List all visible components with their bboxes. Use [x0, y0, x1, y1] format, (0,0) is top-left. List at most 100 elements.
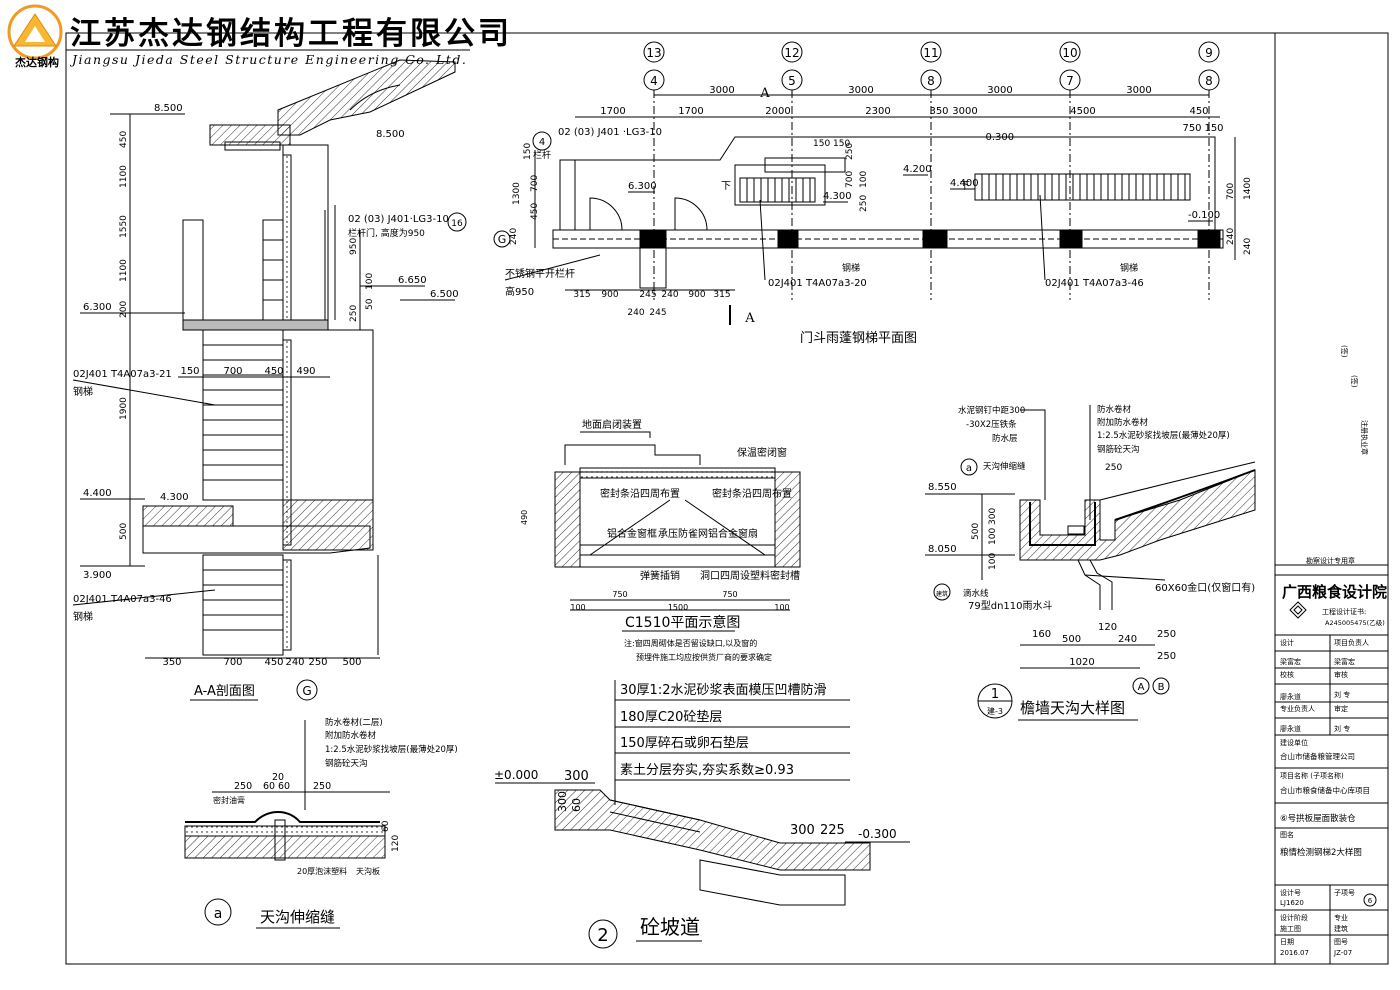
- plan-ref2: 不锈钢平开栏杆: [505, 267, 575, 280]
- drawing-label: 子项号: [1334, 889, 1355, 897]
- drawing-label: 700: [223, 657, 242, 668]
- drawing-label: 8: [927, 74, 935, 88]
- drawing-label: 1900: [119, 397, 129, 420]
- drawing-label: 1700: [678, 106, 703, 117]
- sheet-number: JZ-07: [1333, 949, 1352, 957]
- drawing-label: 79型dn110雨水斗: [968, 599, 1053, 612]
- drawing-label: 1:2.5水泥砂浆找坡层(最薄处20厚): [1097, 430, 1230, 441]
- drawing-label: 合山市粮食储备中心库项目: [1280, 785, 1370, 795]
- drawing-label: 4500: [1070, 106, 1095, 117]
- drawing-label: -0.100: [1188, 210, 1220, 221]
- drawing-label: 60X60金口(仅窗口有): [1155, 581, 1255, 594]
- ramp-title: 砼坡道: [640, 915, 700, 939]
- drawing-label: 180厚C20砼垫层: [620, 709, 722, 725]
- drawing-label: 预埋件施工均应按供货厂商的要求确定: [636, 652, 772, 662]
- drawing-label: (签): [1350, 375, 1359, 388]
- drawing-label: 13: [646, 46, 661, 60]
- drawing-label: 150: [523, 143, 533, 160]
- drawing-label: 750: [722, 590, 737, 599]
- title-block: (签) (签) 注册执业章 勘察设计专用章 广西粮食设计院 工程设计证书: A2…: [1275, 345, 1388, 964]
- drawing-label: 设计号: [1280, 888, 1301, 897]
- drawing-label: 450: [264, 657, 283, 668]
- drawing-label: 审定: [1334, 704, 1348, 713]
- drawing-label: 6.650: [398, 275, 427, 286]
- drawing-label: 1550: [119, 215, 129, 238]
- drawing-label: 建筑: [1334, 924, 1348, 933]
- drawing-label: 700: [1226, 183, 1236, 200]
- drawing-label: 密封油膏: [213, 795, 245, 805]
- expansion-title: 天沟伸缩缝: [260, 908, 335, 926]
- drawing-label: 150: [1204, 123, 1223, 134]
- drawing-label: 750: [1182, 123, 1201, 134]
- drawing-label: 天沟板: [356, 866, 380, 876]
- drawing-label: 7: [1066, 74, 1074, 88]
- drawing-label: 铝合金窗扇: [708, 527, 758, 540]
- drawing-label: 3000: [848, 85, 873, 96]
- drawing-label: 4: [650, 74, 658, 88]
- plan-ref1: 02 (03) J401 ·LG3-10: [558, 127, 662, 138]
- drawing-label: 施工图: [1280, 924, 1301, 933]
- window-title: C1510平面示意图: [625, 614, 740, 631]
- drawing-label: 100: [988, 528, 998, 545]
- drawing-label: 8.500: [154, 103, 183, 114]
- drawing-label: 防水卷材: [1097, 404, 1132, 415]
- drawing-label: ±0.000: [494, 768, 538, 782]
- drawing-label: 250: [1157, 651, 1176, 662]
- drawing-label: 60: [278, 781, 290, 792]
- titleblock-border: [1274, 32, 1389, 965]
- drawing-label: 滴水线: [963, 588, 989, 599]
- drawing-label: 钢筋砼天沟: [325, 758, 368, 769]
- drawing-label: 防水层: [992, 433, 1018, 444]
- drawing-label: 专业: [1334, 913, 1348, 922]
- drawing-label: 3000: [952, 106, 977, 117]
- drawing-label: 下: [721, 181, 731, 192]
- section-mark-bottom: A: [744, 311, 755, 326]
- drawing-label: 900: [601, 290, 618, 300]
- drawing-label: 160: [1032, 629, 1051, 640]
- drawing-label: -30X2压铁条: [966, 419, 1017, 430]
- drawing-label: 2016.07: [1280, 949, 1309, 957]
- drawing-label: 4: [539, 137, 545, 148]
- drawing-label: 项目名称 (子项名称): [1280, 771, 1344, 780]
- drawing-label: 1700: [600, 106, 625, 117]
- drawing-label: 250: [845, 143, 855, 160]
- drawing-label: 490: [296, 366, 315, 377]
- drawing-label: 450: [530, 203, 540, 220]
- drawing-label: 315: [713, 290, 730, 300]
- drawing-label: 6.500: [430, 289, 459, 300]
- drawing-label: 8.050: [928, 544, 957, 555]
- section-ref2: 02J401 T4A07a3-21: [73, 369, 172, 380]
- plan-stair-2: [974, 173, 1191, 201]
- drawing-label: 注:窗四周砌体是否留设缺口,以及窗的: [624, 638, 757, 648]
- drawing-label: 1500: [668, 603, 688, 612]
- ramp-drawing: 30厚1:2水泥砂浆表面模压凹槽防滑 180厚C20砼垫层 150厚碎石或卵石垫…: [494, 680, 910, 949]
- drawing-label: 700: [530, 175, 540, 192]
- drawing-label: 225: [820, 823, 845, 838]
- drawing-label: 9: [1205, 46, 1213, 60]
- drawing-label: 350: [929, 106, 948, 117]
- drawing-label: 60: [381, 820, 391, 832]
- drawing-label: 500: [342, 657, 361, 668]
- drawing-label: 300: [790, 823, 815, 838]
- window-drawing: 地面启闭装置 保温密闭窗 密封条沿四周布置 密封条沿四周布置 铝合金窗框 承压防…: [520, 418, 801, 662]
- drawing-label: 4.300: [823, 191, 852, 202]
- drawing-label: 240: [627, 308, 644, 318]
- expansion-drawing: 防水卷材(二层) 附加防水卷材 1:2.5水泥砂浆找坡层(最薄处20厚) 钢筋砼…: [184, 717, 458, 929]
- drawing-label: 图名: [1280, 830, 1294, 839]
- drawing-label: 4.400: [950, 178, 979, 189]
- drawing-label: 工程设计证书:: [1322, 607, 1366, 616]
- drawing-label: 1020: [1069, 657, 1094, 668]
- drawing-label: 60: [263, 781, 275, 792]
- drawing-label: 校核: [1280, 670, 1294, 679]
- drawing-label: 钢梯: [842, 262, 860, 274]
- drawing-label: 8.500: [376, 129, 405, 140]
- drawing-label: 4.300: [160, 492, 189, 503]
- plan-ref3: 02J401 T4A07a3-20: [768, 278, 867, 289]
- drawing-label: 承压防雀网: [658, 527, 708, 540]
- section-ref1: 02 (03) J401·LG3-10: [348, 214, 449, 225]
- drawing-label: 450: [264, 366, 283, 377]
- plan-stair-1: [739, 177, 816, 203]
- drawing-label: 专业负责人: [1280, 704, 1315, 713]
- gutter-detail-mark: a: [966, 463, 972, 474]
- drawing-label: 水泥钢钉中距300: [958, 405, 1025, 416]
